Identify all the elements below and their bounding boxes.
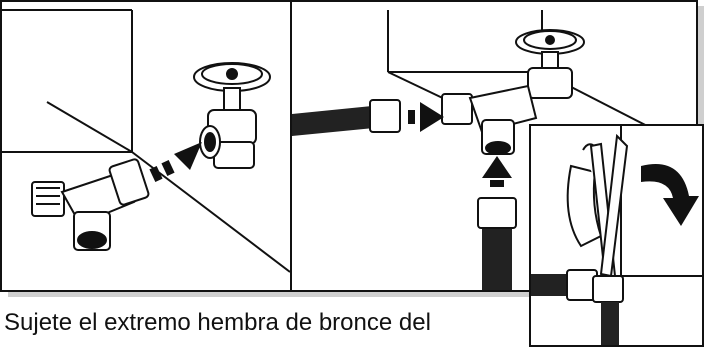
panel-attach-connector [2,2,290,290]
instruction-caption: Sujete el extremo hembra de bronce del [4,309,431,336]
y-connector-icon [441,84,538,155]
water-faucet-icon [193,62,271,169]
y-connector-icon [31,158,150,251]
hose-icon [531,269,624,345]
right-arrow-icon [408,102,444,132]
insert-arrow-icon [149,142,202,183]
up-arrow-icon [482,156,512,187]
panel-divider [290,2,292,290]
hose-icon [292,99,517,290]
tighten-arrow-icon [641,164,699,226]
inset-tighten-with-pliers [529,124,704,347]
water-faucet-icon [515,29,585,99]
panel-connect-hoses [292,2,696,290]
